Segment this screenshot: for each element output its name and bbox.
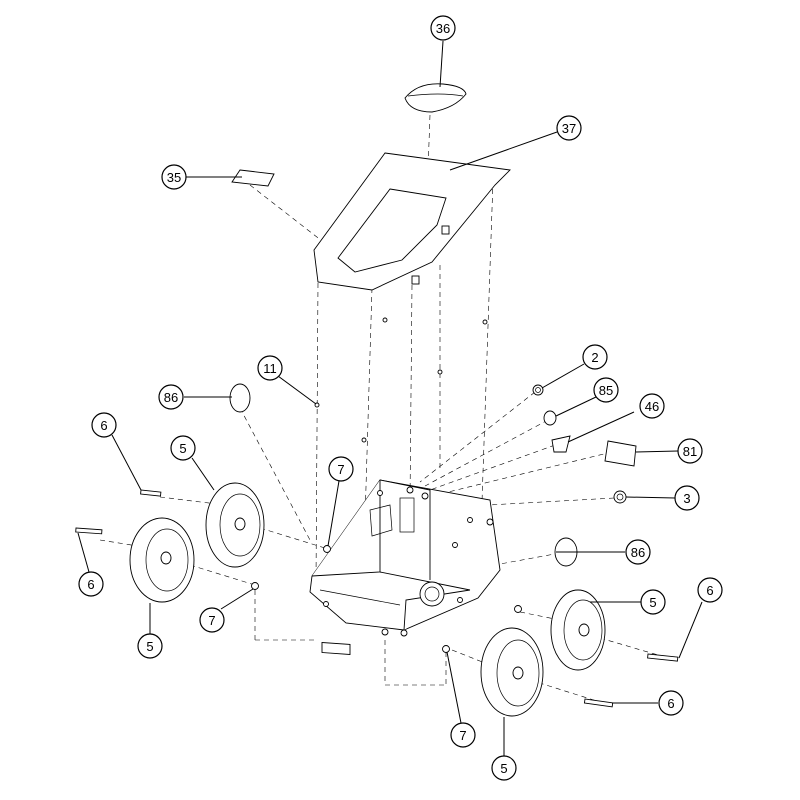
callout-label: 11 [263,361,277,376]
callout-label: 5 [649,595,656,610]
callout-5-lower-left: 5 [137,633,163,659]
callout-35: 35 [161,164,187,190]
callout-6-lower-right: 6 [658,690,684,716]
callout-label: 86 [164,390,178,405]
callout-11: 11 [257,355,283,381]
axle-nuts [251,545,522,653]
callout-label: 2 [591,350,598,365]
wheel-front-right [480,627,544,717]
callout-label: 86 [631,545,645,560]
callout-5-upper-left: 5 [170,435,196,461]
axle-bolts [75,489,679,708]
wheel-rear-left [205,482,265,568]
callout-5-upper-right: 5 [640,589,666,615]
callout-3: 3 [674,485,700,511]
callout-label: 37 [562,121,576,136]
callout-46: 46 [639,393,665,419]
callout-85: 85 [593,377,619,403]
callout-86-right: 86 [625,539,651,565]
callout-label: 6 [667,696,674,711]
wheel-front-left [129,517,195,603]
callout-7-bottom: 7 [450,722,476,748]
callout-7-center: 7 [328,456,354,482]
small-hardware [314,317,637,504]
callout-label: 81 [683,444,697,459]
callout-2: 2 [582,344,608,370]
callout-6-lower-left: 6 [78,571,104,597]
callout-label: 6 [100,418,107,433]
callout-label: 6 [706,583,713,598]
callout-label: 36 [436,21,450,36]
callouts: 36 37 35 11 86 2 85 46 81 3 6 5 7 6 5 7 … [78,15,723,781]
wheel-rear-right [550,589,606,671]
callout-label: 5 [146,639,153,654]
callout-label: 7 [337,462,344,477]
callout-label: 5 [500,761,507,776]
part-37-console [313,152,511,291]
part-36-cap [404,83,467,113]
callout-5-bottom: 5 [491,755,517,781]
callout-6-upper-right: 6 [697,577,723,603]
callout-86-left: 86 [158,384,184,410]
callout-label: 7 [459,728,466,743]
chassis-frame [309,479,501,655]
callout-7-left: 7 [199,607,225,633]
callout-leaders [77,40,703,756]
callout-37: 37 [556,115,582,141]
callout-label: 3 [683,491,690,506]
callout-81: 81 [677,438,703,464]
callout-label: 6 [87,577,94,592]
part-35-decal [231,169,275,187]
callout-label: 5 [179,441,186,456]
callout-label: 7 [208,613,215,628]
callout-label: 46 [645,399,659,414]
callout-36: 36 [430,15,456,41]
callout-label: 35 [167,170,181,185]
callout-6-upper-left: 6 [91,412,117,438]
callout-label: 85 [599,383,613,398]
